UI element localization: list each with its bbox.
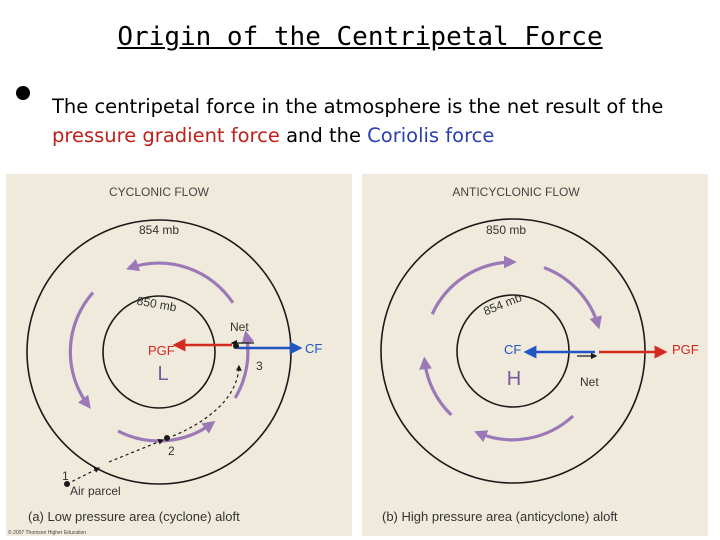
bullet-text-part1: The centripetal force in the atmosphere … (52, 95, 664, 118)
cf-highlight: Coriolis force (367, 124, 495, 147)
parcel-path (66, 364, 242, 485)
point-3-label: 3 (256, 359, 263, 373)
bullet-text-part2: and the (279, 124, 368, 147)
flow-arc-bottom (474, 414, 575, 443)
air-parcel-label: Air parcel (70, 484, 121, 498)
flow-arc-left (419, 356, 453, 417)
flow-arc-right (543, 266, 602, 330)
flow-arc-top (125, 259, 235, 304)
outer-isobar-label: 850 mb (486, 223, 526, 237)
pgf-label: PGF (148, 343, 175, 358)
outer-isobar-label: 854 mb (139, 223, 179, 237)
parcel-point-3 (233, 343, 239, 349)
pgf-label: PGF (672, 342, 699, 357)
point-1-label: 1 (62, 469, 69, 483)
cyclonic-diagram: CYCLONIC FLOW 854 mb 850 mb PGF CF Net 3… (8, 185, 322, 536)
point-2-label: 2 (168, 444, 175, 458)
cyclonic-heading: CYCLONIC FLOW (109, 185, 210, 199)
inner-isobar-circle (102, 295, 216, 409)
anticyclonic-diagram: ANTICYCLONIC FLOW 850 mb 854 mb CF PGF N… (380, 185, 699, 524)
net-label: Net (230, 320, 249, 334)
anticyclonic-heading: ANTICYCLONIC FLOW (452, 185, 580, 199)
parcel-point-2 (164, 435, 170, 441)
low-pressure-symbol: L (157, 363, 168, 385)
cf-label: CF (504, 342, 521, 357)
flow-arc-left (68, 291, 95, 409)
inner-isobar-label: 854 mb (481, 290, 524, 318)
cf-label: CF (305, 341, 322, 356)
cyclonic-diagram-panel: CYCLONIC FLOW 854 mb 850 mb PGF CF Net 3… (6, 174, 352, 536)
anticyclonic-diagram-panel: ANTICYCLONIC FLOW 850 mb 854 mb CF PGF N… (362, 174, 708, 536)
high-pressure-symbol: H (507, 368, 521, 390)
pgf-highlight: pressure gradient force (52, 124, 280, 147)
anticyclonic-caption: (b) High pressure area (anticyclone) alo… (382, 509, 618, 524)
bullet-text: The centripetal force in the atmosphere … (52, 92, 712, 150)
flow-arc-right (233, 330, 255, 399)
anticyclonic-flow-arrows (419, 255, 602, 443)
bullet-icon (16, 86, 30, 100)
cyclonic-caption: (a) Low pressure area (cyclone) aloft (28, 509, 240, 524)
inner-isobar-label: 850 mb (136, 294, 178, 315)
parcel-point-1 (64, 481, 70, 487)
net-label: Net (580, 375, 599, 389)
flow-arc-top (430, 255, 517, 315)
slide-title: Origin of the Centripetal Force (117, 22, 603, 52)
copyright-credit: © 2007 Thomson Higher Education (8, 529, 86, 536)
